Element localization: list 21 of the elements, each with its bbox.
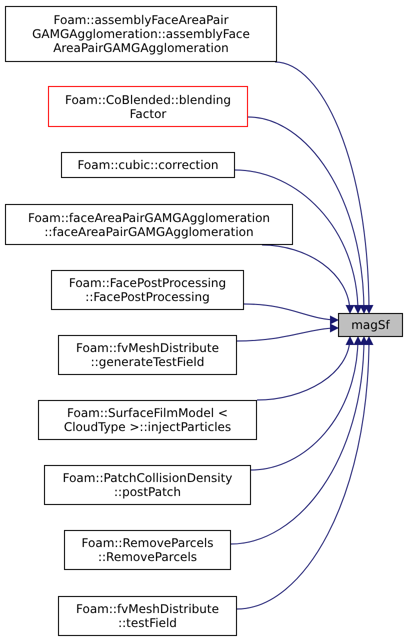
arrow (244, 304, 339, 324)
caller-box: Foam::FacePostProcessing ::FacePostProcessing (51, 270, 244, 310)
arrow (248, 116, 368, 314)
arrow (262, 244, 354, 314)
arrow (250, 336, 362, 470)
caller-box: Foam::CoBlended::blending Factor (48, 86, 248, 127)
arrow (234, 170, 362, 314)
caller-box: Foam::PatchCollisionDensity ::postPatch (44, 465, 251, 505)
caller-box: Foam::faceAreaPairGAMGAgglomeration ::faceAreaPairGAMGAgglomeration (5, 204, 293, 245)
caller-box: Foam::SurfaceFilmModel < CloudType >::injectParticles (38, 400, 257, 440)
arrow (236, 324, 339, 342)
caller-box: Foam::RemoveParcels ::RemoveParcels (64, 530, 231, 570)
arrow (230, 336, 368, 544)
caller-box: Foam::fvMeshDistribute ::generateTestField (58, 335, 237, 375)
arrow (256, 336, 354, 400)
arrow (236, 336, 374, 610)
caller-box: Foam::assemblyFaceAreaPair GAMGAgglomeration::assemblyFace AreaPairGAMGAgglomeration (5, 6, 277, 62)
caller-box: Foam::fvMeshDistribute ::testField (58, 596, 237, 636)
function-box: magSf (338, 313, 403, 337)
arrow (274, 62, 374, 314)
caller-box: Foam::cubic::correction (61, 152, 235, 178)
